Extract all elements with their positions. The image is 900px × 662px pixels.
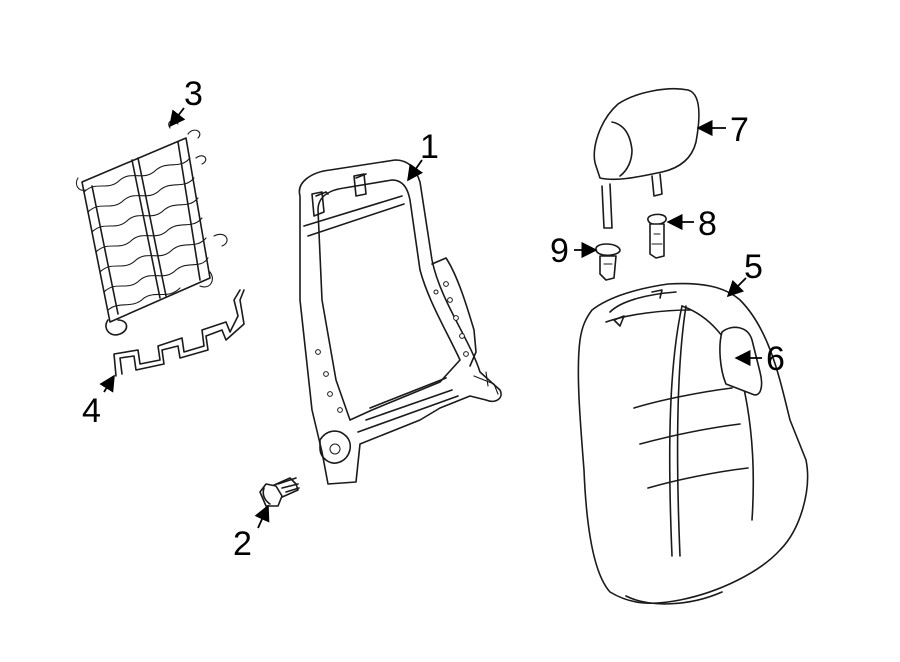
callout-9: 9 — [550, 232, 569, 270]
callout-4: 4 — [82, 392, 101, 430]
callout-2: 2 — [233, 525, 252, 563]
spring-mat-part — [75, 120, 228, 336]
callout-3: 3 — [184, 75, 203, 113]
leader-5 — [726, 277, 747, 298]
seat-back-frame-part — [298, 159, 502, 485]
callout-5: 5 — [744, 248, 763, 286]
leader-3 — [169, 107, 186, 128]
guide-sleeve-part-2 — [595, 243, 621, 281]
seat-back-cover-part — [577, 282, 809, 605]
callout-7: 7 — [730, 111, 749, 149]
leader-1 — [407, 159, 423, 182]
bolt-part — [259, 477, 300, 507]
leader-2 — [254, 504, 270, 529]
leader-lines — [99, 107, 762, 529]
leader-4 — [99, 374, 115, 393]
guide-sleeve-part — [647, 213, 667, 259]
callout-labels: 1 2 3 4 5 6 7 8 9 — [82, 75, 785, 563]
callout-8: 8 — [698, 205, 717, 243]
wire-link-part — [113, 289, 245, 377]
callout-1: 1 — [420, 128, 439, 166]
headrest-part — [593, 87, 700, 229]
callout-6: 6 — [766, 340, 785, 378]
